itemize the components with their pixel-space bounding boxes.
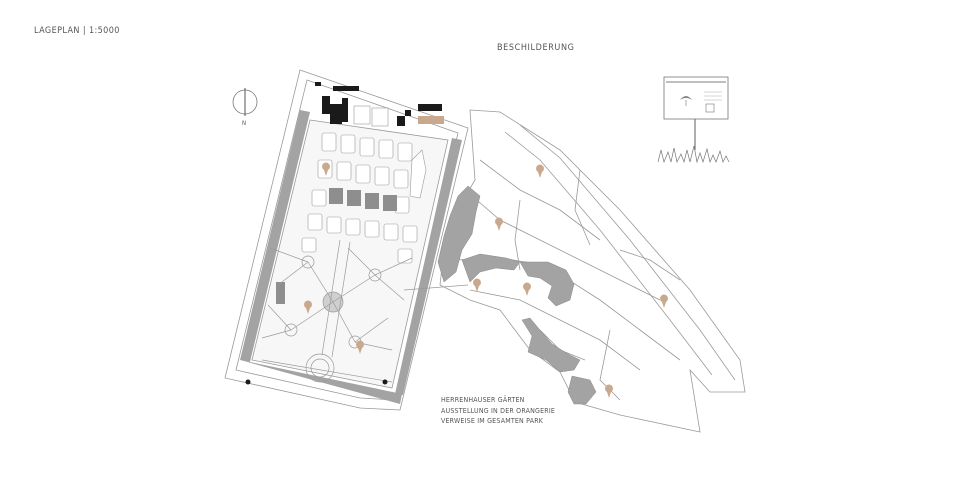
water-bodies — [437, 185, 597, 405]
map-title: LAGEPLAN | 1:5000 — [34, 26, 120, 36]
connecting-avenue — [403, 284, 469, 291]
parterre-blocks — [301, 132, 418, 264]
caption-line: AUSSTELLUNG IN DER ORANGERIE — [441, 406, 556, 415]
north-arrow: N — [232, 88, 258, 127]
gray-parterre-fields — [276, 188, 397, 304]
map-caption: HERRENHAUSER GÄRTEN AUSSTELLUNG IN DER O… — [441, 395, 555, 427]
orangerie-building — [418, 116, 444, 124]
georgengarten — [439, 109, 746, 433]
caption-line: VERWEISE IM GESAMTEN PARK — [441, 417, 544, 425]
forecourt-outlines — [353, 105, 427, 199]
radial-parterre — [261, 239, 413, 383]
sign-illustration — [657, 76, 730, 164]
signage-markers — [304, 162, 668, 398]
caption-line: HERRENHAUSER GÄRTEN — [441, 396, 525, 404]
north-label: N — [242, 120, 246, 127]
signage-heading: BESCHILDERUNG — [497, 43, 575, 53]
